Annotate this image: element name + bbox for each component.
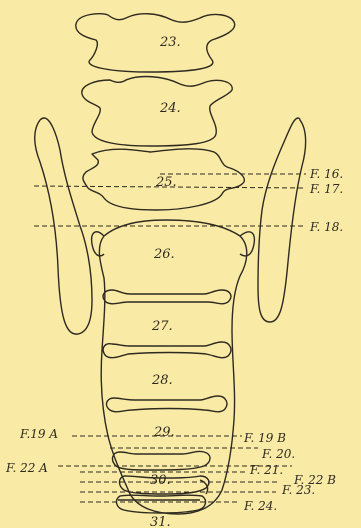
vertebra-27	[103, 342, 231, 358]
vertebra-label-31: 31.	[150, 515, 171, 528]
label-f19a: F.19 A	[19, 427, 58, 441]
vertebra-31	[117, 495, 206, 513]
vertebra-label-25: 25.	[155, 175, 177, 190]
label-f23: F. 23.	[281, 483, 315, 497]
sacrum-ala-left	[92, 232, 104, 256]
vertebra-29	[113, 451, 210, 470]
label-f20: F. 20.	[261, 447, 295, 461]
vertebra-label-29: 29.	[153, 425, 175, 440]
label-f19b: F. 19 B	[243, 431, 286, 445]
label-f18: F. 18.	[309, 220, 343, 234]
vertebra-label-24: 24.	[159, 101, 181, 116]
label-f17: F. 17.	[309, 182, 343, 196]
vertebra-label-27: 27.	[151, 319, 173, 334]
label-f24: F. 24.	[243, 499, 277, 513]
vertebra-24	[82, 77, 232, 146]
vertebra-label-28: 28.	[151, 373, 173, 388]
label-f16: F. 16.	[309, 167, 343, 181]
vertebra-label-30: 30.	[150, 473, 171, 488]
vertebra-label-23: 23.	[159, 35, 181, 50]
label-f21: F. 21.	[249, 463, 283, 477]
vertebra-label-26: 26.	[153, 247, 175, 262]
vertebra-23	[76, 14, 235, 72]
label-f22a: F. 22 A	[5, 461, 48, 475]
vertebra-26	[103, 290, 231, 304]
ilium-right	[258, 118, 306, 322]
vertebra-28	[107, 396, 227, 412]
